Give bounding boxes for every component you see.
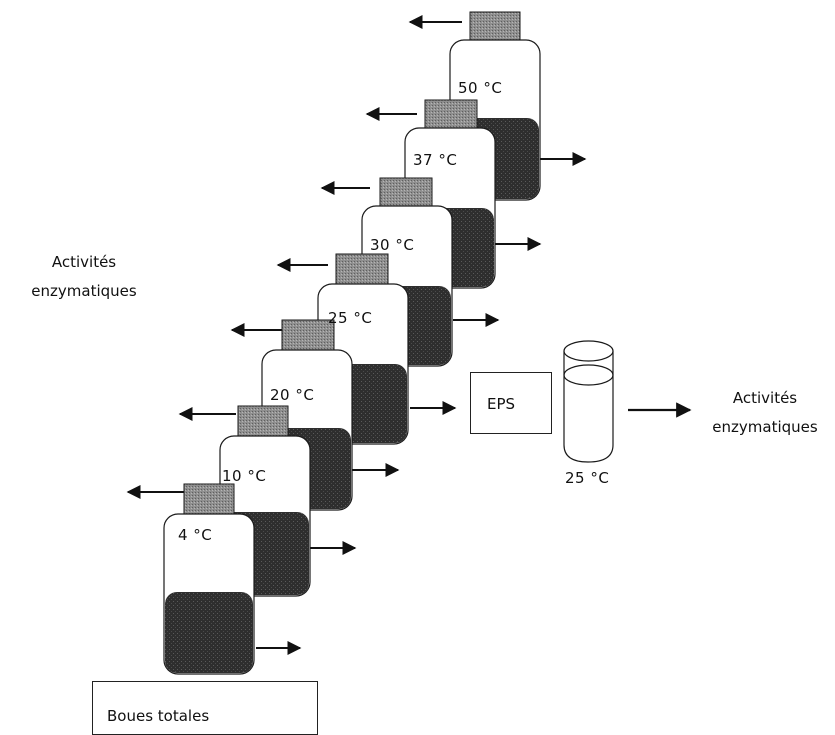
enzymatic-activity-label-left: Activités enzymatiques: [6, 252, 162, 302]
bottle-temperature-label: 30 °C: [370, 236, 415, 254]
sludge-layer: [165, 592, 253, 673]
label-line: Activités: [51, 253, 117, 271]
cap: [424, 99, 478, 129]
cap: [281, 319, 335, 351]
bottle-4c: [126, 483, 302, 675]
bottle-temperature-label: 10 °C: [222, 467, 267, 485]
label-line: enzymatiques: [31, 282, 137, 301]
label-line: enzymatiques: [712, 418, 818, 437]
cap: [237, 405, 289, 437]
cap: [335, 253, 389, 285]
cap: [469, 11, 521, 41]
bottle-temperature-label: 20 °C: [270, 386, 315, 404]
eps-label: EPS: [487, 395, 516, 413]
total-sludge-box: Boues totales: [92, 681, 318, 735]
enzymatic-activity-label-right: Activités enzymatiques: [700, 388, 830, 438]
eps-box: EPS: [470, 372, 552, 434]
beaker: [563, 340, 614, 463]
liquid-surface: [563, 364, 614, 386]
cap: [183, 483, 235, 515]
bottle-temperature-label: 37 °C: [413, 151, 458, 169]
bottle-temperature-label: 50 °C: [458, 79, 503, 97]
cap: [379, 177, 433, 207]
label-line: Activités: [732, 389, 798, 407]
beaker-temperature-label: 25 °C: [565, 469, 610, 487]
total-sludge-label: Boues totales: [107, 707, 210, 725]
bottle-temperature-label: 4 °C: [178, 526, 213, 544]
bottle-temperature-label: 25 °C: [328, 309, 373, 327]
